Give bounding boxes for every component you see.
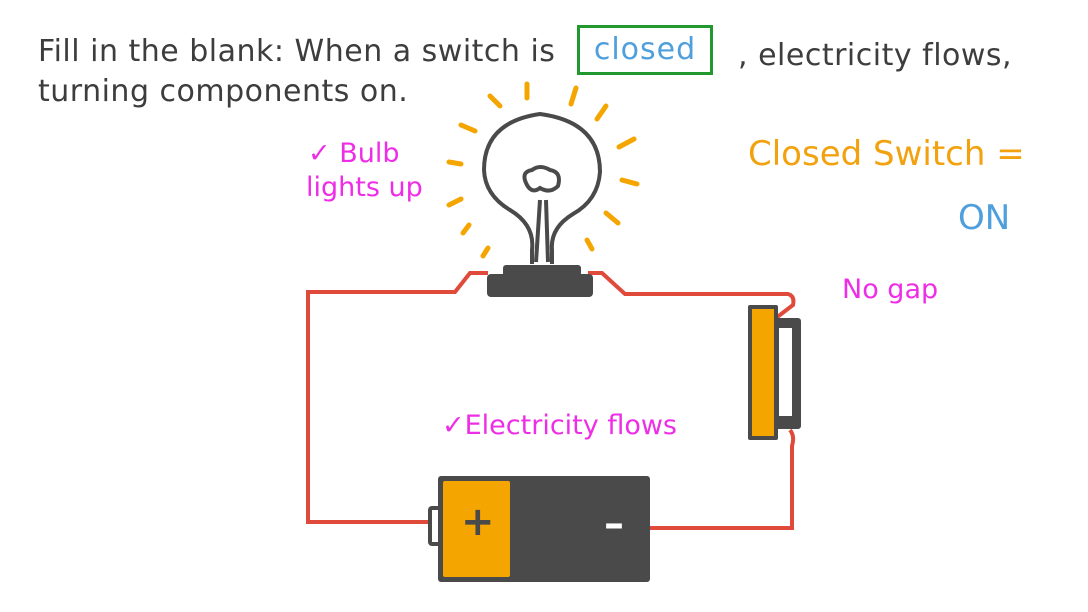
electricity-label: ✓Electricity flows xyxy=(442,410,677,441)
closed-switch xyxy=(748,305,801,440)
wire-top-right xyxy=(588,271,796,320)
answer-text: closed xyxy=(593,32,697,67)
wire-bottom-right xyxy=(648,428,796,530)
wire-top-left xyxy=(306,271,488,524)
battery-minus: – xyxy=(604,501,624,547)
question-prefix: Fill in the blank: When a switch is xyxy=(38,34,556,69)
question-line2: turning components on. xyxy=(38,74,409,109)
closed-switch-label: Closed Switch = xyxy=(748,134,1025,174)
light-bulb xyxy=(481,111,603,297)
battery xyxy=(428,476,650,582)
no-gap-label: No gap xyxy=(842,274,939,305)
answer-box: closed xyxy=(577,25,713,75)
light-rays xyxy=(446,81,640,259)
question-suffix: , electricity flows, xyxy=(738,38,1013,73)
battery-plus: + xyxy=(461,499,495,545)
bulb-label-2: lights up xyxy=(306,172,423,203)
on-label: ON xyxy=(958,198,1011,238)
bulb-label: ✓ Bulb xyxy=(308,138,400,169)
